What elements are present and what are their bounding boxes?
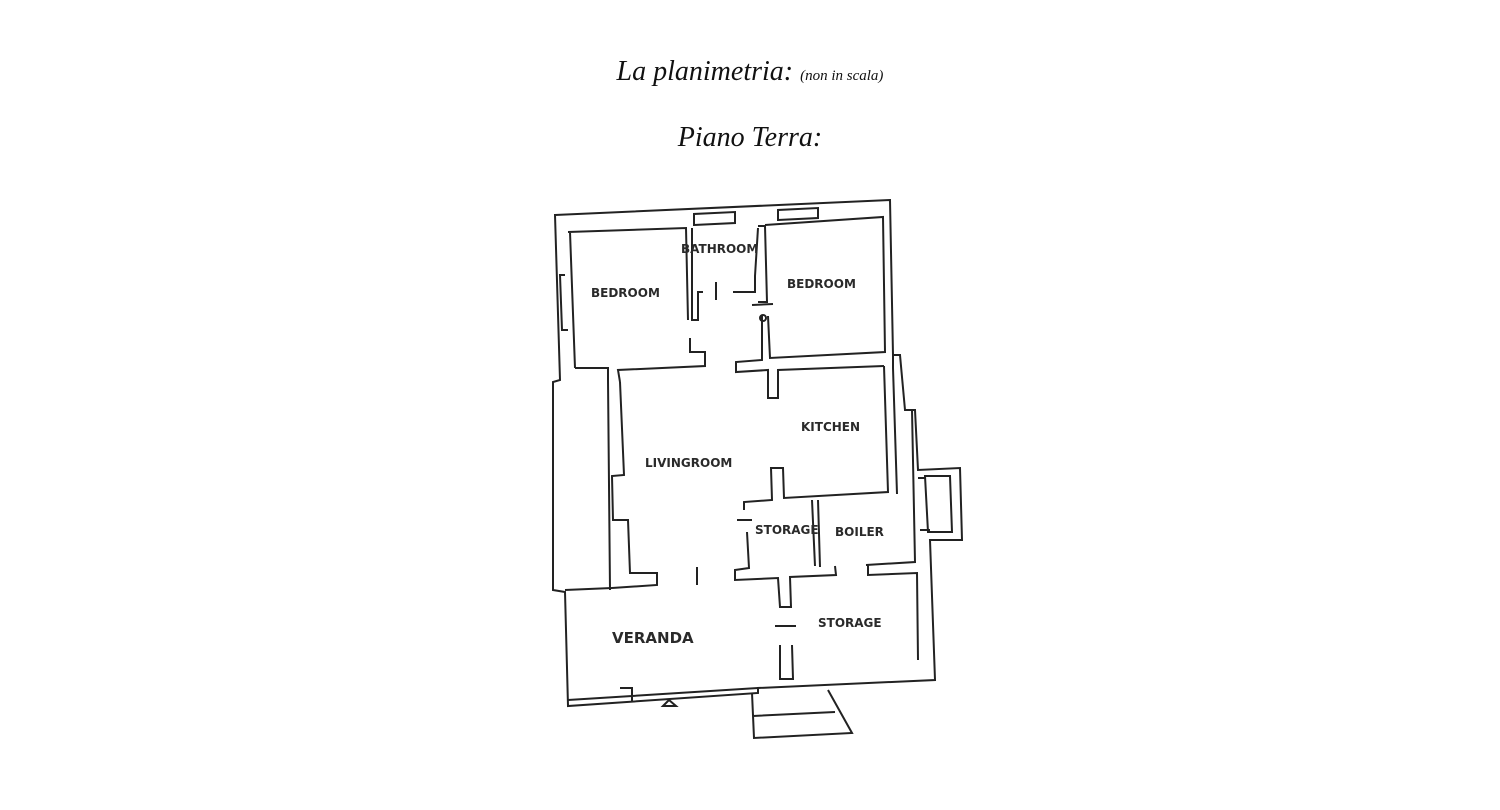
room-label-kitchen: KITCHEN xyxy=(801,420,860,434)
room-label-veranda: VERANDA xyxy=(612,629,694,647)
bedroom-left-walls xyxy=(558,226,706,383)
room-label-bedroom-left: BEDROOM xyxy=(591,286,660,300)
side-annex xyxy=(918,475,954,533)
fixture-icon xyxy=(759,314,767,322)
room-label-boiler: BOILER xyxy=(835,525,884,539)
plan-heading: La planimetria: (non in scala) xyxy=(0,56,1500,88)
entrance-steps xyxy=(660,689,854,740)
room-label-bedroom-right: BEDROOM xyxy=(787,277,856,291)
plan-title: La planimetria: xyxy=(616,56,794,87)
living-kitchen-walls xyxy=(607,355,898,591)
outer-wall xyxy=(552,198,964,708)
walls xyxy=(552,198,964,740)
room-label-livingroom: LIVINGROOM xyxy=(645,456,732,470)
windows-top xyxy=(693,206,819,227)
bedroom-right-walls xyxy=(735,215,887,399)
room-label-storage-large: STORAGE xyxy=(818,616,882,630)
floor-title: Piano Terra: xyxy=(677,122,823,153)
storage-veranda-walls xyxy=(564,567,796,701)
room-label-bathroom: BATHROOM xyxy=(681,242,758,256)
room-label-storage-small: STORAGE xyxy=(755,523,819,537)
bathroom-walls xyxy=(691,225,769,321)
storage-boiler-walls xyxy=(734,409,919,661)
scale-note: (non in scala) xyxy=(800,68,884,84)
